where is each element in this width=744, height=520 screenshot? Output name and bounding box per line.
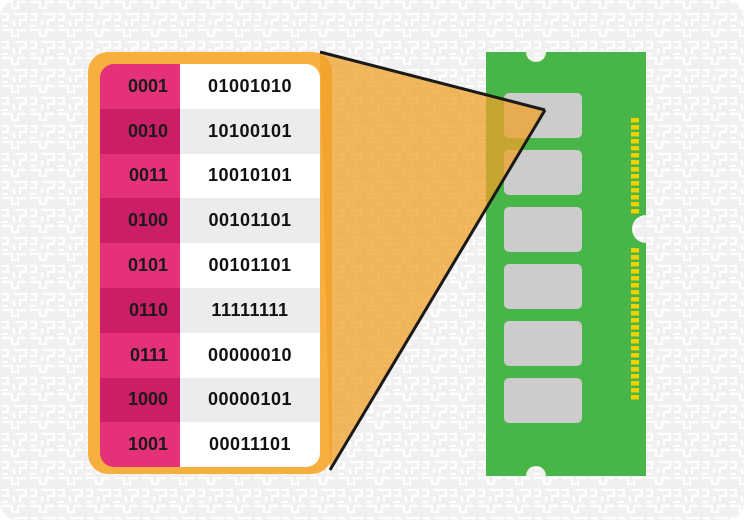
ram-pin [631, 325, 639, 330]
memory-row: 0101 00101101 [100, 243, 320, 288]
memory-row: 0111 00000010 [100, 333, 320, 378]
ram-pin [631, 132, 639, 137]
memory-row: 0011 10010101 [100, 154, 320, 199]
ram-pin [631, 262, 639, 267]
address-cell: 0110 [100, 288, 180, 333]
value-cell: 00101101 [180, 243, 320, 288]
ram-pin [631, 209, 639, 214]
ram-pin [631, 269, 639, 274]
value-cell: 10010101 [180, 154, 320, 199]
ram-pin [631, 339, 639, 344]
address-cell: 0101 [100, 243, 180, 288]
value-cell: 01001010 [180, 64, 320, 109]
memory-row: 0110 11111111 [100, 288, 320, 333]
value-cell: 00101101 [180, 198, 320, 243]
ram-pin [631, 304, 639, 309]
ram-pin [631, 181, 639, 186]
address-cell: 0011 [100, 154, 180, 199]
ram-pin [631, 360, 639, 365]
memory-row: 0100 00101101 [100, 198, 320, 243]
ram-pin [631, 255, 639, 260]
ram-pin [631, 332, 639, 337]
ram-chip [504, 321, 582, 366]
ram-pin [631, 188, 639, 193]
ram-pin [631, 353, 639, 358]
ram-pin [631, 167, 639, 172]
value-cell: 00000010 [180, 333, 320, 378]
address-cell: 1001 [100, 422, 180, 467]
memory-row: 0010 10100101 [100, 109, 320, 154]
ram-pin [631, 283, 639, 288]
ram-pin [631, 118, 639, 123]
ram-pin [631, 146, 639, 151]
ram-chip [504, 264, 582, 309]
address-cell: 1000 [100, 378, 180, 423]
ram-pin [631, 367, 639, 372]
ram-pin [631, 311, 639, 316]
ram-pin [631, 374, 639, 379]
ram-chip [504, 378, 582, 423]
memory-row: 1000 00000101 [100, 378, 320, 423]
memory-table: 0001 01001010 0010 10100101 0011 1001010… [100, 64, 320, 467]
value-cell: 00000101 [180, 378, 320, 423]
ram-pin [631, 248, 639, 253]
ram-pin [631, 153, 639, 158]
ram-pin [631, 160, 639, 165]
ram-pin [631, 276, 639, 281]
ram-pin [631, 395, 639, 400]
memory-row: 1001 00011101 [100, 422, 320, 467]
address-cell: 0010 [100, 109, 180, 154]
ram-pin [631, 195, 639, 200]
ram-pin [631, 139, 639, 144]
address-cell: 0111 [100, 333, 180, 378]
ram-pin [631, 318, 639, 323]
ram-pin [631, 346, 639, 351]
ram-pin [631, 388, 639, 393]
ram-pin [631, 202, 639, 207]
address-cell: 0100 [100, 198, 180, 243]
ram-pin [631, 297, 639, 302]
memory-row: 0001 01001010 [100, 64, 320, 109]
ram-pin [631, 381, 639, 386]
address-cell: 0001 [100, 64, 180, 109]
ram-pin [631, 174, 639, 179]
value-cell: 00011101 [180, 422, 320, 467]
ram-pin [631, 290, 639, 295]
value-cell: 11111111 [180, 288, 320, 333]
ram-pins [631, 118, 639, 400]
ram-chip [504, 207, 582, 252]
ram-pin [631, 125, 639, 130]
value-cell: 10100101 [180, 109, 320, 154]
